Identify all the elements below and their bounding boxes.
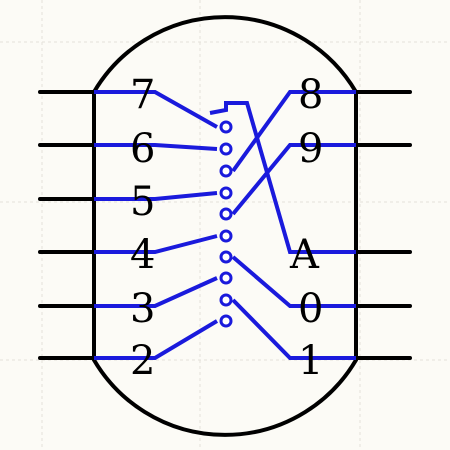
- contact-2: [219, 314, 233, 328]
- wire-a: [209, 101, 356, 254]
- wire-8: [231, 90, 356, 173]
- wire-9: [231, 143, 356, 216]
- pin-label-a: A: [289, 232, 320, 278]
- wire-4: [94, 234, 218, 254]
- pin-label-6: 6: [130, 126, 155, 172]
- pin-label-7: 7: [130, 72, 155, 118]
- contact-3: [219, 271, 233, 285]
- pin-labels-left: 7 6 5 4 3 2: [130, 72, 155, 384]
- wire-6: [94, 143, 218, 151]
- wire-3: [94, 276, 218, 308]
- wire-0: [231, 255, 356, 308]
- contact-4: [219, 229, 233, 243]
- pin-label-3: 3: [130, 286, 155, 332]
- pin-label-2: 2: [130, 338, 155, 384]
- pin-label-8: 8: [298, 72, 323, 118]
- pin-label-9: 9: [298, 126, 323, 172]
- contact-7: [219, 120, 233, 134]
- contact-6: [219, 142, 233, 156]
- pin-labels-right: 8 9 A 0 1: [289, 72, 323, 384]
- pin-label-1: 1: [298, 338, 323, 384]
- right-pin-leads: [356, 90, 412, 360]
- wire-5: [94, 191, 218, 201]
- internal-wires: [94, 90, 356, 360]
- wire-2: [94, 319, 219, 360]
- contact-8: [219, 164, 233, 178]
- pin-label-5: 5: [130, 179, 155, 225]
- contact-1: [219, 293, 233, 307]
- wire-7: [94, 90, 218, 129]
- contacts: [219, 120, 233, 328]
- left-pin-leads: [38, 90, 94, 360]
- wire-1: [231, 298, 356, 360]
- contact-5: [219, 186, 233, 200]
- contact-9: [219, 207, 233, 221]
- contact-0: [219, 250, 233, 264]
- pin-label-4: 4: [130, 232, 155, 278]
- pin-label-0: 0: [298, 286, 323, 332]
